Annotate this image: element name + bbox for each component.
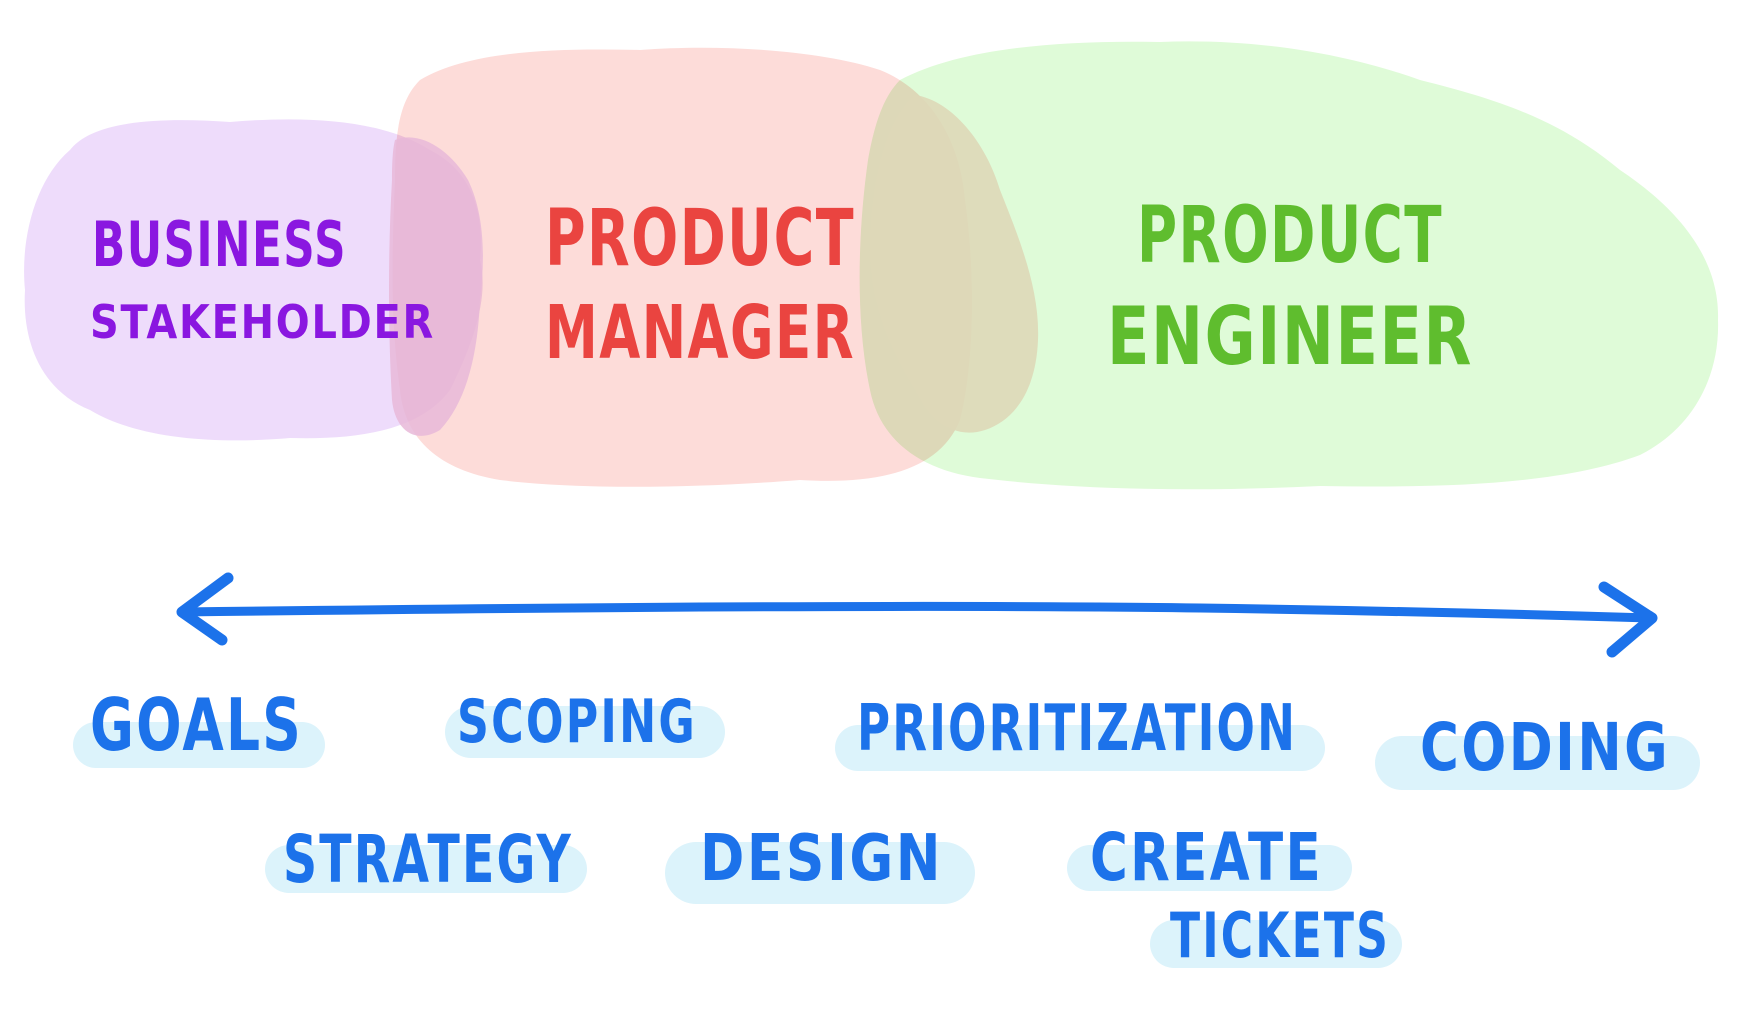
manager-label-line2: MANAGER: [545, 290, 855, 376]
arrow-shaft: [177, 601, 1655, 623]
engineer-label-line2: ENGINEER: [1107, 290, 1473, 383]
highlight-coding: [1375, 736, 1700, 790]
activity-goals: GOALS: [90, 683, 303, 767]
arrow-left-head-icon: [176, 572, 234, 646]
overlap-manager-engineer: [869, 95, 1039, 433]
highlight-goals: [73, 722, 325, 768]
activity-create: CREATE: [1090, 819, 1323, 896]
activity-coding: CODING: [1420, 709, 1670, 786]
engineer-label-line1: PRODUCT: [1137, 191, 1443, 281]
activity-highlights: [73, 706, 1700, 968]
highlight-design: [665, 842, 975, 904]
activity-prioritization: PRIORITIZATION: [857, 692, 1297, 766]
overlap-stakeholder-manager: [389, 137, 483, 436]
stakeholder-label-line2: STAKEHOLDER: [90, 295, 435, 349]
manager-label-line1: PRODUCT: [545, 194, 855, 284]
activity-design: DESIGN: [700, 822, 943, 896]
activity-tickets: TICKETS: [1170, 899, 1390, 972]
engineer-blob: [859, 41, 1719, 490]
manager-blob: [392, 47, 972, 487]
highlight-strategy: [265, 845, 587, 893]
arrow-right-head-icon: [1598, 581, 1658, 658]
stakeholder-label-line1: BUSINESS: [92, 208, 347, 281]
highlight-scoping: [445, 706, 725, 758]
spectrum-arrow: [176, 572, 1658, 658]
activity-labels: GOALS SCOPING PRIORITIZATION CODING STRA…: [90, 683, 1670, 972]
stakeholder-blob: [24, 119, 483, 441]
highlight-create: [1067, 845, 1352, 891]
activity-scoping: SCOPING: [457, 687, 697, 757]
role-blobs: [24, 41, 1719, 490]
highlight-tickets: [1150, 920, 1402, 968]
role-labels: BUSINESS STAKEHOLDER PRODUCT MANAGER PRO…: [90, 191, 1473, 383]
highlight-prioritization: [835, 725, 1325, 771]
activity-strategy: STRATEGY: [283, 821, 573, 898]
